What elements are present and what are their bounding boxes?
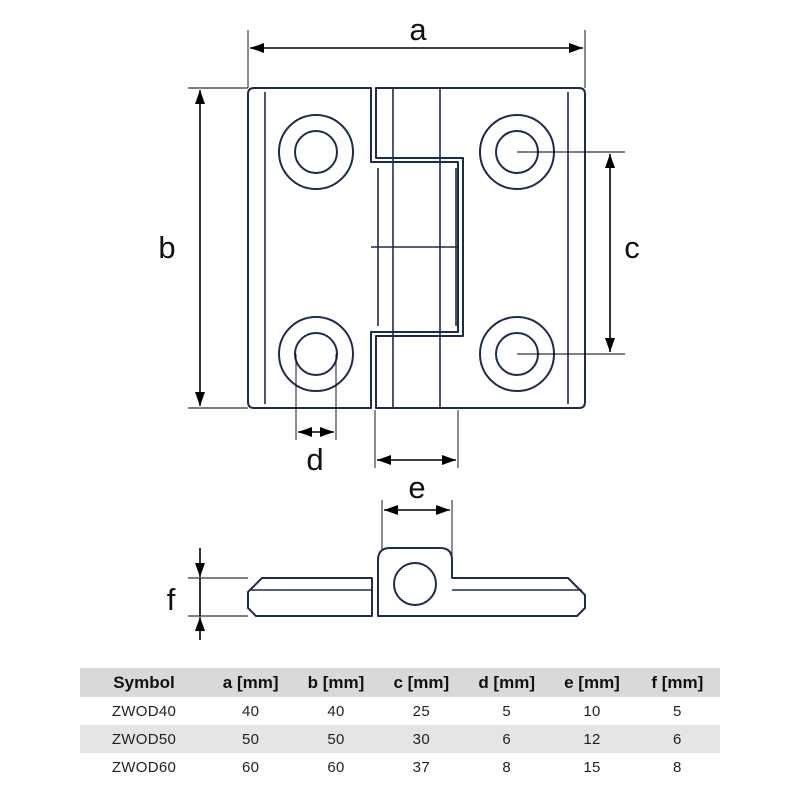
header-d: d [mm] bbox=[463, 668, 550, 697]
cell-f: 8 bbox=[672, 758, 682, 776]
cell-e: 10 bbox=[583, 702, 601, 720]
header-f: f [mm] bbox=[634, 668, 720, 697]
dimension-b-label: b bbox=[158, 230, 175, 265]
dimension-c: c bbox=[517, 151, 640, 355]
dimension-a-label: a bbox=[409, 12, 427, 47]
cell-e: 15 bbox=[583, 758, 601, 776]
cell-symbol: ZWOD50 bbox=[80, 725, 208, 753]
mounting-hole-top-left bbox=[278, 114, 354, 190]
cell-a: 40 bbox=[242, 702, 260, 720]
dimension-f: f bbox=[167, 548, 248, 640]
spec-table: Symbol a [mm] b [mm] c [mm] d [mm] e [mm… bbox=[80, 668, 720, 781]
header-symbol: Symbol bbox=[80, 668, 208, 697]
side-left-leaf bbox=[247, 577, 373, 617]
dimension-b: b bbox=[158, 87, 248, 409]
cell-a: 60 bbox=[242, 758, 260, 776]
dimension-e: e bbox=[374, 410, 459, 560]
dimension-d: d bbox=[295, 354, 337, 477]
header-b: b [mm] bbox=[293, 668, 379, 697]
cell-symbol: ZWOD60 bbox=[111, 758, 177, 776]
dimension-f-label: f bbox=[167, 582, 176, 617]
dimension-c-label: c bbox=[624, 230, 640, 265]
table-row: ZWOD50 50 50 30 6 12 6 bbox=[80, 725, 720, 753]
cell-a: 50 bbox=[208, 725, 294, 753]
cell-c: 30 bbox=[378, 725, 464, 753]
cell-f: 5 bbox=[672, 702, 682, 720]
mounting-hole-bottom-left bbox=[278, 316, 354, 392]
hinge-technical-drawing: a b c d e bbox=[158, 12, 640, 640]
cell-b: 40 bbox=[327, 702, 345, 720]
dimension-d-label: d bbox=[306, 442, 323, 477]
cell-symbol: ZWOD40 bbox=[111, 702, 177, 720]
hinge-side-view bbox=[247, 547, 586, 617]
table-row: ZWOD60 60 60 37 8 15 8 bbox=[80, 753, 720, 781]
dimension-a: a bbox=[247, 12, 586, 88]
header-c: c [mm] bbox=[378, 668, 464, 697]
table-header-row: Symbol a [mm] b [mm] c [mm] d [mm] e [mm… bbox=[80, 668, 720, 697]
cell-b: 50 bbox=[293, 725, 379, 753]
cell-d: 5 bbox=[502, 702, 511, 720]
header-a: a [mm] bbox=[208, 668, 294, 697]
cell-d: 6 bbox=[463, 725, 550, 753]
dimension-e-label: e bbox=[408, 470, 425, 505]
hinge-knuckle bbox=[371, 88, 458, 408]
cell-e: 12 bbox=[549, 725, 635, 753]
table-row: ZWOD40 40 40 25 5 10 5 bbox=[80, 697, 720, 725]
hinge-top-view bbox=[247, 87, 586, 409]
cell-f: 6 bbox=[634, 725, 720, 753]
header-e: e [mm] bbox=[549, 668, 635, 697]
cell-c: 37 bbox=[412, 758, 430, 776]
cell-b: 60 bbox=[327, 758, 345, 776]
cell-c: 25 bbox=[412, 702, 430, 720]
cell-d: 8 bbox=[502, 758, 511, 776]
knuckle-pin-hole bbox=[393, 562, 437, 606]
